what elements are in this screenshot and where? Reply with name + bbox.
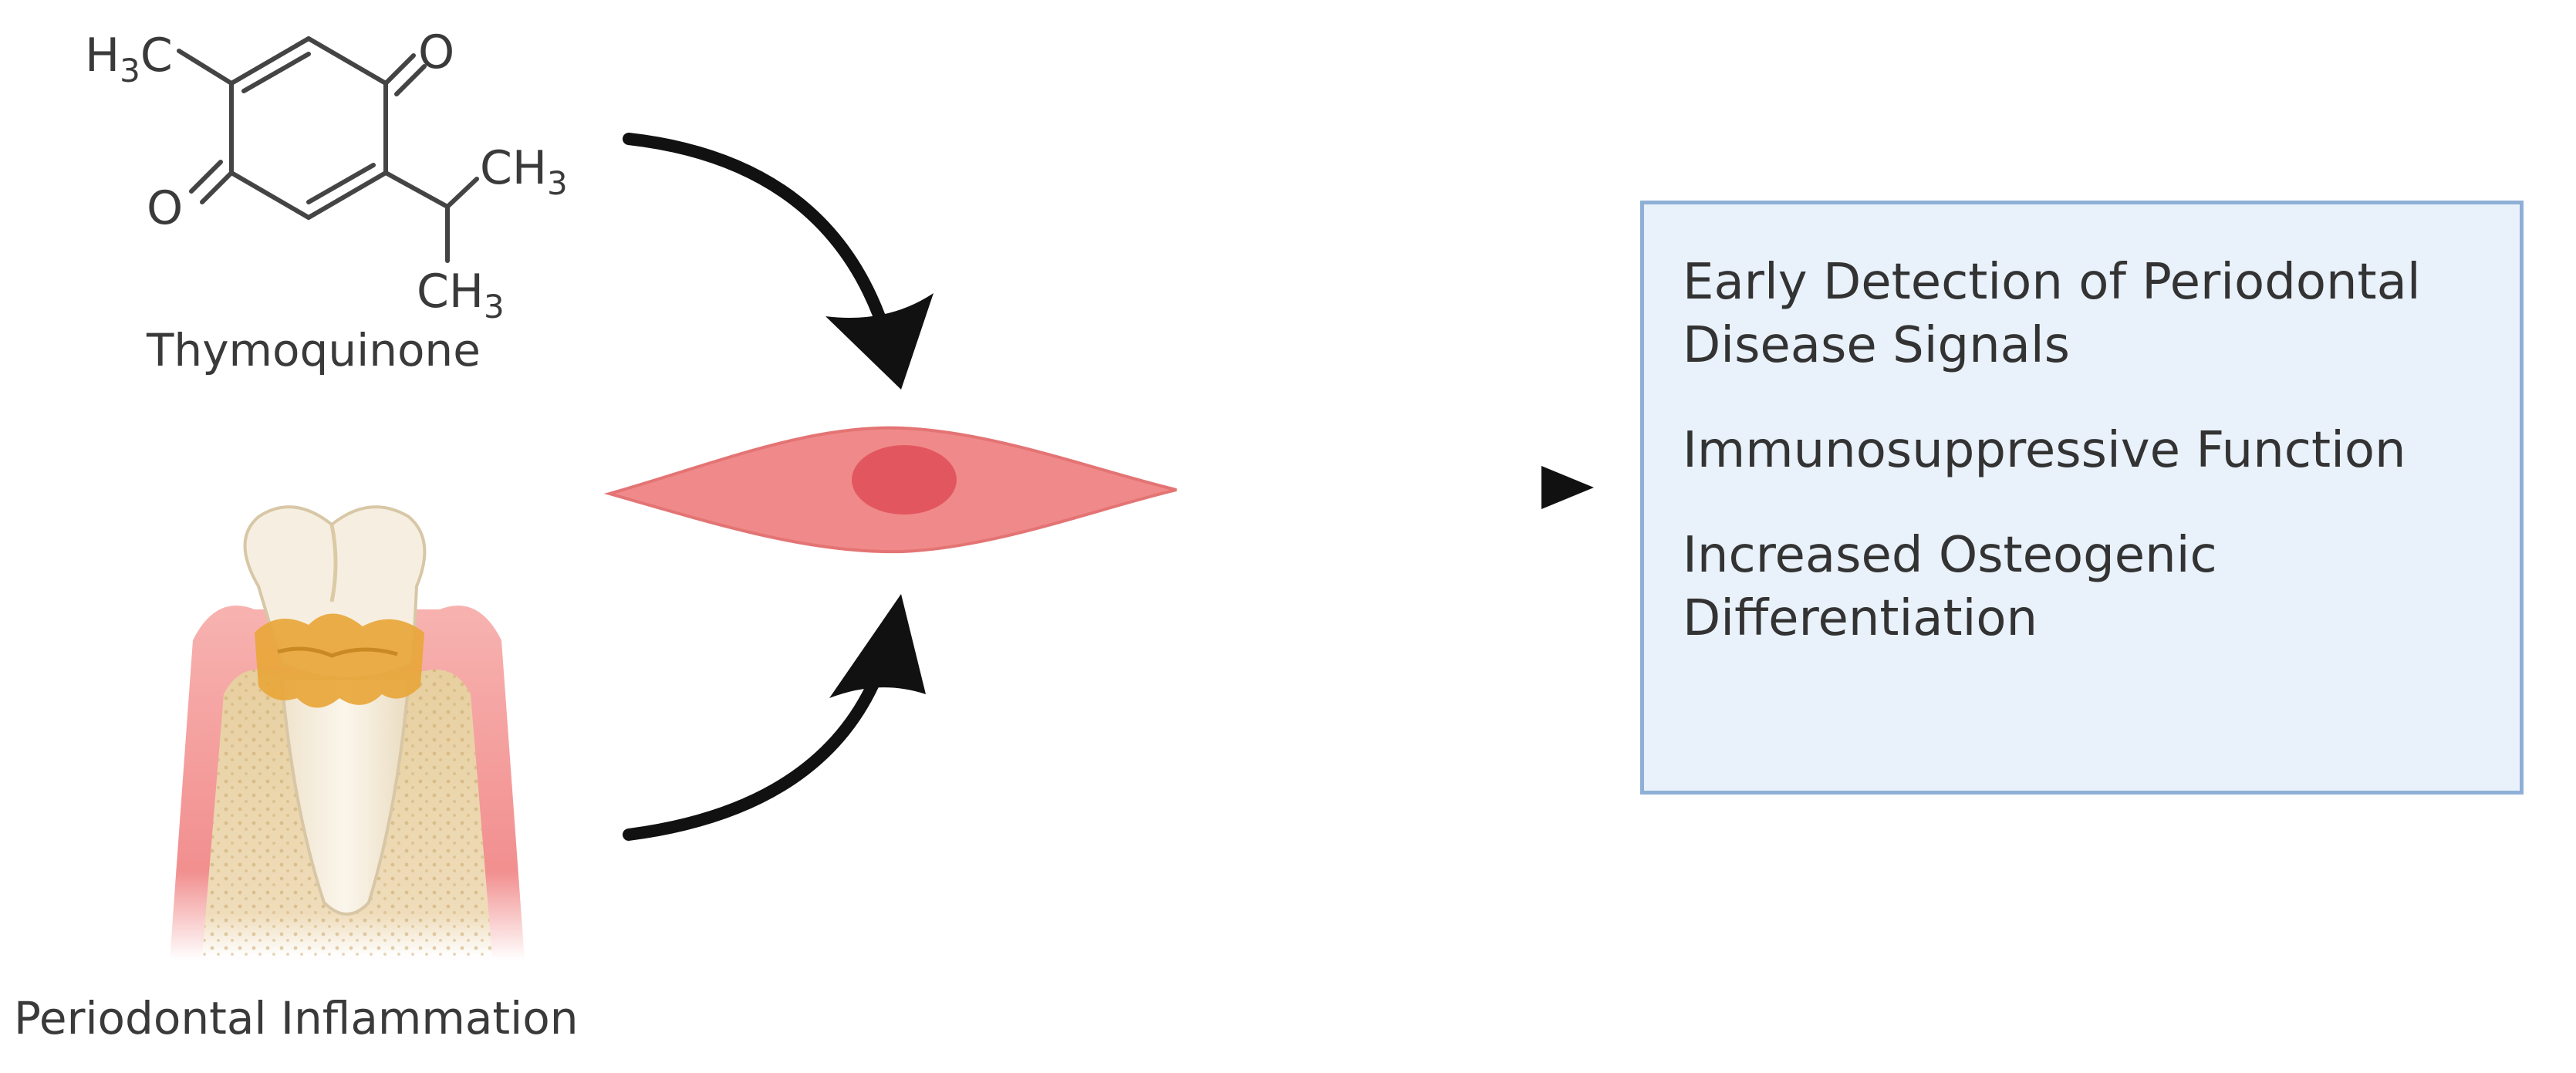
fibroblast-cell-icon — [603, 426, 1177, 554]
arrow-from-condition — [623, 594, 926, 841]
outcome-osteogenic: Increased Osteogenic Differentiation — [1683, 527, 2217, 647]
methyl-right-upper-label: CH3 — [480, 141, 568, 202]
thymoquinone-structure — [177, 36, 479, 263]
methyl-right-lower-label: CH3 — [417, 265, 505, 326]
oxygen-top-right-label: O — [418, 25, 454, 79]
outcome-early-detection: Early Detection of Periodontal Disease S… — [1683, 254, 2421, 374]
cell-nucleus — [852, 445, 957, 515]
inflamed-tooth-icon — [170, 505, 525, 960]
arrow-from-molecule — [623, 133, 934, 390]
oxygen-bottom-left-label: O — [147, 181, 183, 235]
condition-name-label: Periodontal Inflammation — [14, 992, 579, 1044]
outcome-immunosuppressive: Immunosuppressive Function — [1683, 422, 2406, 479]
arrow-to-outcomes — [1215, 466, 1594, 509]
outcomes-box: Early Detection of Periodontal Disease S… — [1640, 201, 2524, 795]
molecule-name-label: Thymoquinone — [146, 324, 481, 376]
methyl-top-left-label: H3C — [85, 29, 173, 89]
